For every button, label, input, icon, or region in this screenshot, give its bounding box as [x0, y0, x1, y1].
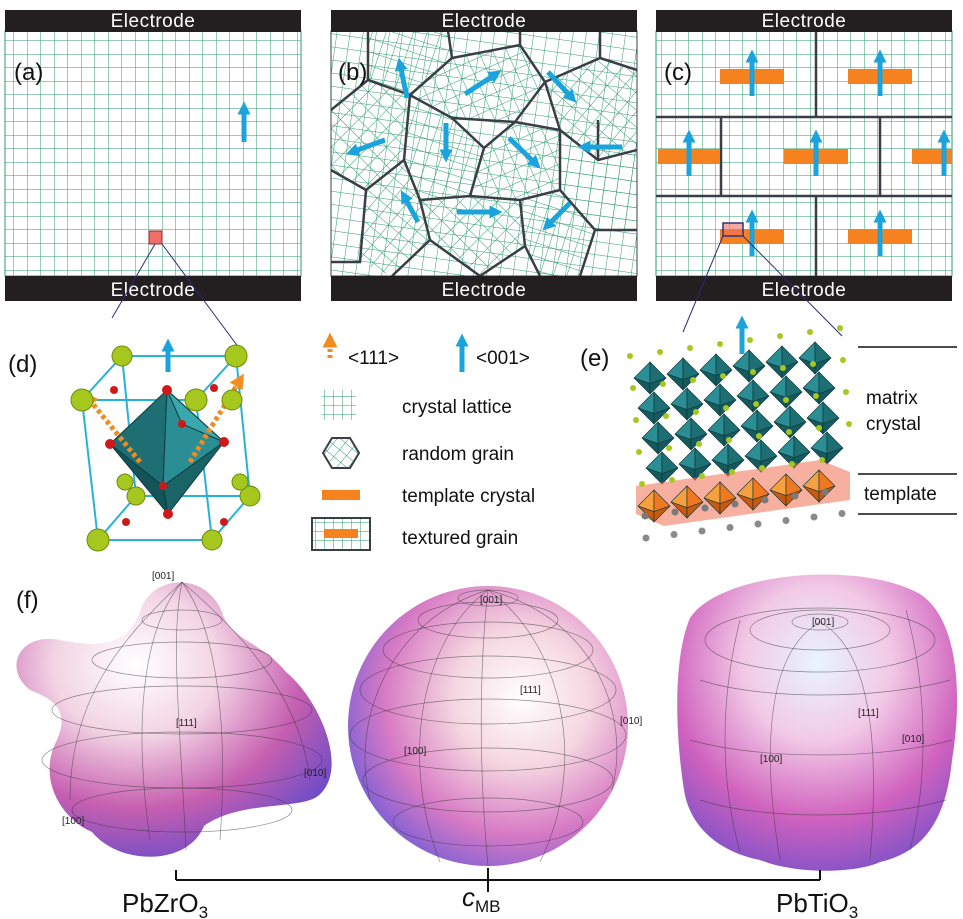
arrow-icon — [507, 136, 541, 169]
miller-100: [100] — [404, 746, 426, 757]
electrode-label: Electrode — [111, 280, 196, 301]
panel-b: Electrode Electrode (b) — [330, 10, 638, 301]
pbzro3-surface: [001] [111] [010] [100] — [16, 571, 332, 857]
legend-crystal-lattice: crystal lattice — [402, 397, 512, 418]
miller-100: [100] — [760, 754, 782, 765]
electrode-label: Electrode — [762, 11, 847, 32]
arrow-icon — [345, 137, 386, 156]
miller-100: [100] — [62, 816, 84, 827]
arrow-icon — [546, 70, 577, 103]
legend-001: <001> — [476, 348, 530, 369]
panel-d: (d) — [8, 243, 261, 552]
composition-pbzro3: PbZrO3 — [122, 888, 208, 919]
composition-cmb: cMB — [462, 882, 501, 916]
panel-label-e: (e) — [580, 345, 609, 372]
electrode-top-b — [331, 10, 637, 32]
legend: <111> <001> crystal lattice random grain… — [311, 332, 535, 551]
electrode-top-c — [656, 10, 952, 32]
label-crystal: crystal — [866, 414, 921, 435]
electrode-bottom-b — [331, 276, 637, 301]
legend-textured-grain: textured grain — [402, 528, 518, 549]
panel-label-f: (f) — [16, 587, 39, 614]
panel-f: (f) [001] [111] [010] [100] — [16, 571, 958, 919]
panel-label-d: (d) — [8, 351, 37, 378]
panel-e: (e) matrix crystal template — [580, 235, 957, 542]
electrode-bottom-c — [656, 276, 952, 301]
electrode-label: Electrode — [111, 11, 196, 32]
atoms — [627, 325, 852, 542]
pbtio3-surface: [001] [111] [010] [100] — [677, 574, 958, 871]
panel-label-a: (a) — [14, 59, 43, 86]
electrode-top-a — [5, 10, 301, 32]
arrow-icon — [463, 70, 502, 97]
label-matrix: matrix — [866, 388, 918, 409]
composition-axis — [175, 868, 821, 892]
arrow-icon — [400, 190, 421, 224]
cmb-surface: [001] [111] [010] [100] — [348, 586, 642, 867]
arrow-icon — [542, 201, 572, 231]
oxygen-atoms — [105, 384, 229, 526]
miller-010: [010] — [620, 716, 642, 727]
miller-001: [001] — [152, 571, 174, 582]
electrode-bottom-a — [5, 276, 301, 301]
lattice-icon — [322, 390, 356, 420]
panel-c: Electrode Electrode (c) — [655, 10, 953, 301]
miller-001: [001] — [480, 595, 502, 606]
miller-111: [111] — [176, 718, 197, 729]
arrow-icon — [394, 57, 410, 99]
electrode-label: Electrode — [762, 280, 847, 301]
miller-001: [001] — [812, 617, 834, 628]
panel-label-c: (c) — [664, 59, 692, 86]
panel-a: Electrode Electrode (a) — [4, 10, 302, 301]
miller-111: [111] — [858, 708, 879, 719]
electrode-label: Electrode — [442, 280, 527, 301]
template-crystal-icon — [322, 490, 360, 500]
matrix-octahedra — [633, 341, 844, 485]
label-template: template — [864, 484, 937, 505]
miller-010: [010] — [304, 768, 326, 779]
legend-random-grain: random grain — [402, 444, 514, 465]
miller-111: [111] — [520, 685, 541, 696]
composition-pbtio3: PbTiO3 — [776, 888, 858, 919]
unit-cell-marker — [722, 222, 744, 237]
electrode-label: Electrode — [442, 11, 527, 32]
legend-111: <111> — [348, 348, 399, 369]
panel-label-b: (b) — [338, 59, 367, 86]
random-grain-icon — [321, 437, 361, 469]
a-site-atoms — [70, 344, 261, 552]
unit-cell-marker — [148, 230, 163, 245]
legend-template-crystal: template crystal — [402, 486, 535, 507]
random-arrows — [345, 57, 622, 231]
miller-010: [010] — [902, 734, 924, 745]
